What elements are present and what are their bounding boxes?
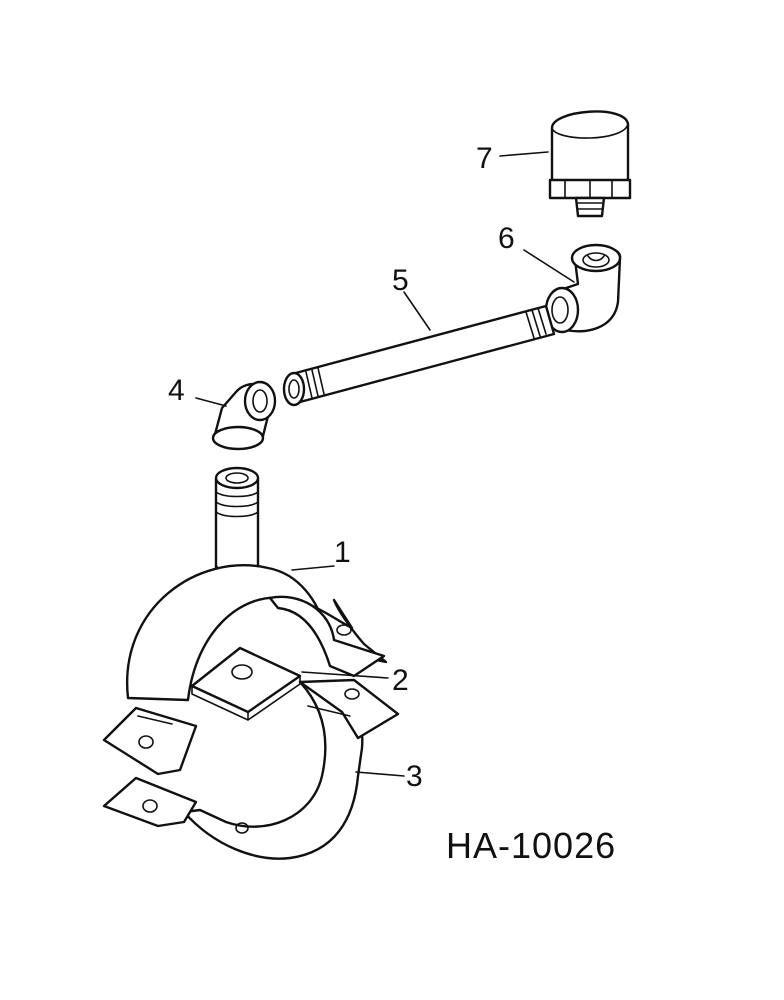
callout-4: 4	[168, 374, 185, 407]
callout-5: 5	[392, 264, 409, 297]
breather-cap	[548, 110, 632, 218]
callout-labels: 7 6 5 4 1 2 3	[168, 142, 515, 793]
plate	[190, 646, 302, 721]
callout-3: 3	[406, 760, 423, 793]
pipe-nipple-short	[214, 466, 260, 581]
callout-1: 1	[334, 536, 351, 569]
callout-7: 7	[476, 142, 493, 175]
callout-2: 2	[392, 664, 409, 697]
callout-6: 6	[498, 222, 515, 255]
clamp-upper-half	[102, 564, 388, 776]
pipe-nipple-long	[282, 304, 556, 407]
drawing-code: HA-10026	[446, 825, 616, 866]
elbow-upper	[544, 243, 622, 334]
clamp-lower-half	[102, 678, 400, 860]
elbow-lower	[211, 380, 277, 451]
leader-lines	[195, 151, 575, 777]
